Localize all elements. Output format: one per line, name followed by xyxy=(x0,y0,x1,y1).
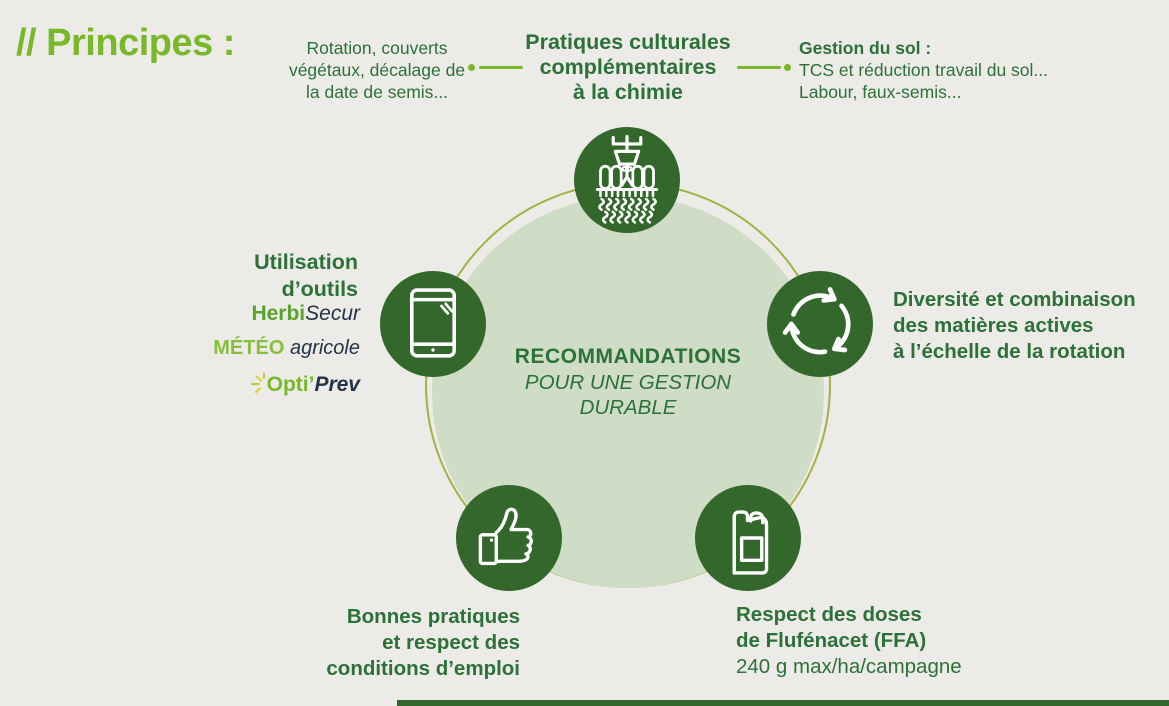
good-practices-line: et respect des xyxy=(382,631,520,654)
tools-logos: HerbiSecur MÉTÉO agricole Opti’Prev xyxy=(108,302,360,411)
node-tools xyxy=(380,271,486,377)
good-practices-line: Bonnes pratiques xyxy=(346,605,520,628)
doses-line-bold: de Flufénacet (FFA) xyxy=(736,629,927,652)
good-practices-line: conditions d’emploi xyxy=(326,657,520,680)
node-dose-respect xyxy=(695,485,801,591)
rotation-note: Rotation, couverts végétaux, décalage de… xyxy=(281,37,473,103)
doses-line-bold: Respect des doses xyxy=(736,603,922,626)
diversity-line: Diversité et combinaison xyxy=(893,288,1136,311)
canister-icon xyxy=(695,485,801,591)
node-rotation-diversity xyxy=(767,271,873,377)
cycle-arrows-icon xyxy=(767,271,873,377)
rotation-note-line: Rotation, couverts xyxy=(306,38,448,58)
logo-optiprev-part1: Opti’ xyxy=(266,373,315,396)
heading-line: à la chimie xyxy=(573,80,683,104)
diversity-text: Diversité et combinaison des matières ac… xyxy=(893,287,1169,365)
connector-dot-right xyxy=(784,64,791,71)
doses-detail: 240 g max/ha/campagne xyxy=(736,655,962,678)
logo-meteo-agricole: MÉTÉO agricole xyxy=(108,337,360,360)
recommendations-subtitle: POUR UNE GESTION xyxy=(524,371,732,394)
tablet-icon xyxy=(380,271,486,377)
tools-heading: Utilisation d’outils xyxy=(138,249,358,303)
doses-text: Respect des doses de Flufénacet (FFA) 24… xyxy=(736,602,1036,680)
thumbs-up-icon xyxy=(456,485,562,591)
soil-note-line: Labour, faux-semis... xyxy=(799,82,962,102)
soil-note-line: TCS et réduction travail du sol... xyxy=(799,60,1048,80)
logo-herbisecur-part1: Herbi xyxy=(251,302,306,325)
connector-line-right xyxy=(737,66,781,69)
rotation-note-line: la date de semis... xyxy=(305,82,449,102)
logo-optiprev-part2: Prev xyxy=(314,373,360,396)
recommendations-title: RECOMMANDATIONS xyxy=(514,345,742,368)
bottom-divider-bar xyxy=(397,700,1169,706)
logo-herbisecur-part2: Secur xyxy=(305,302,360,325)
seed-drill-icon xyxy=(574,127,680,233)
complementary-practices-heading: Pratiques culturales complémentaires à l… xyxy=(493,30,763,105)
connector-dot-left xyxy=(468,64,475,71)
tools-heading-line: Utilisation xyxy=(254,250,358,274)
heading-line: Pratiques culturales xyxy=(525,30,731,54)
good-practices-text: Bonnes pratiques et respect des conditio… xyxy=(280,604,520,682)
logo-herbisecur: HerbiSecur xyxy=(108,302,360,326)
diversity-line: à l’échelle de la rotation xyxy=(893,340,1126,363)
node-cultural-practices xyxy=(574,127,680,233)
rotation-note-line: végétaux, décalage de xyxy=(288,60,466,80)
page-title: // Principes : xyxy=(16,22,235,64)
tools-heading-line: d’outils xyxy=(281,277,358,301)
diversity-line: des matières actives xyxy=(893,314,1094,337)
node-good-practices xyxy=(456,485,562,591)
sun-rays-icon xyxy=(250,371,274,400)
logo-optiprev: Opti’Prev xyxy=(108,371,360,400)
soil-note-heading: Gestion du sol : xyxy=(799,38,932,58)
logo-meteo-part2-text: agricole xyxy=(289,337,360,359)
connector-line-left xyxy=(479,66,523,69)
recommendations-subtitle: DURABLE xyxy=(579,396,677,419)
soil-management-note: Gestion du sol : TCS et réduction travai… xyxy=(799,37,1099,103)
heading-line: complémentaires xyxy=(539,55,717,79)
center-recommendations: RECOMMANDATIONS POUR UNE GESTION DURABLE xyxy=(478,344,778,420)
logo-meteo-part1: MÉTÉO xyxy=(213,337,285,359)
